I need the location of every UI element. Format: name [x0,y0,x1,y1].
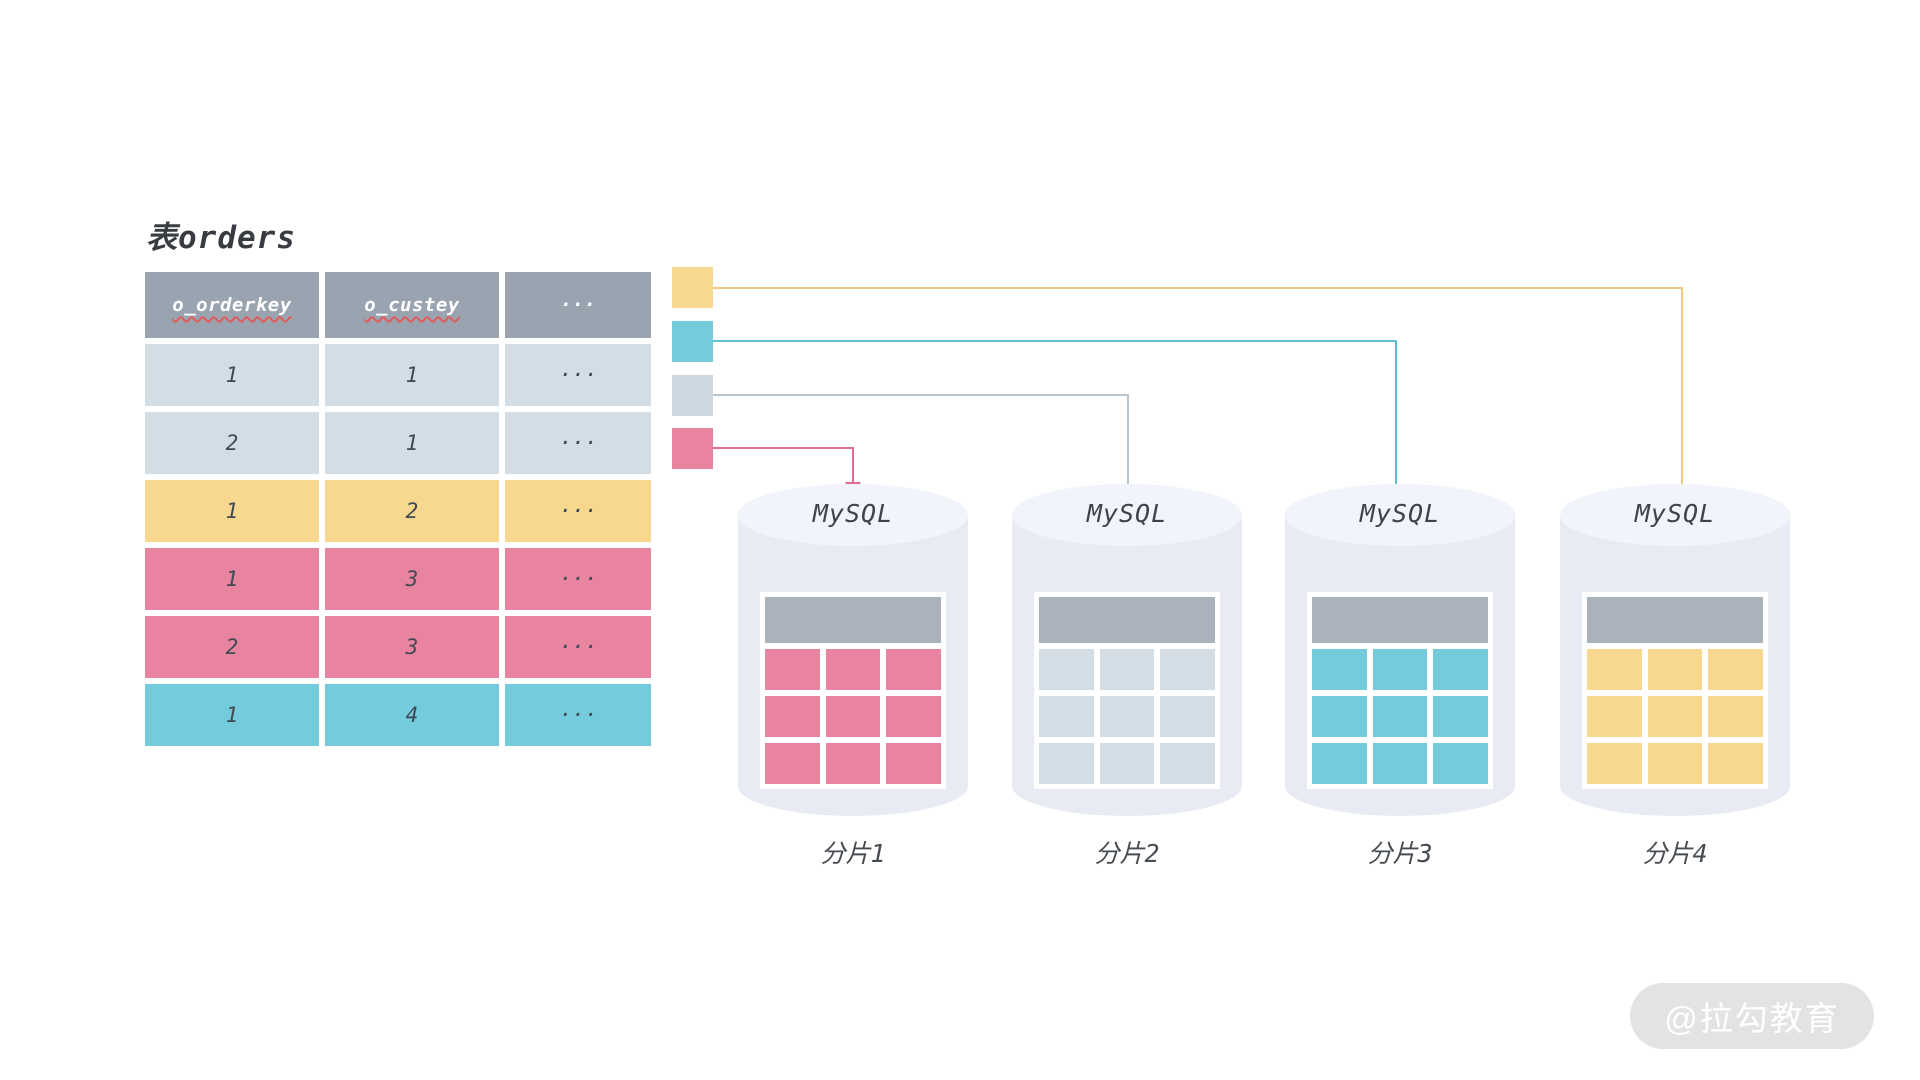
shard-label: 分片4 [1642,839,1708,868]
watermark-badge: @拉勾教育 [1630,983,1874,1049]
shard-label: 分片3 [1367,839,1433,868]
mini-cell [765,743,820,784]
mini-table-header [1312,597,1488,643]
column-header-custkey-label: o_custey [364,294,460,316]
table-cell: ··· [505,480,651,542]
shard-2: MySQL 分片2 [1012,484,1242,874]
table-cell: 2 [145,412,319,474]
shard-mini-table [1034,592,1220,789]
table-cell: 1 [145,548,319,610]
shard-3: MySQL 分片3 [1285,484,1515,874]
mini-cell [1039,696,1094,737]
column-header-orderkey-label: o_orderkey [172,294,292,316]
database-cylinder-top-icon [1560,484,1790,546]
database-cylinder-top-icon [1285,484,1515,546]
mini-cell [1039,743,1094,784]
mini-table-header [1039,597,1215,643]
mini-cell [1647,743,1703,784]
mini-cell [825,696,881,737]
database-cylinder-top-icon [738,484,968,546]
mini-cell [1160,743,1215,784]
connector-cyan [713,340,1397,486]
mini-cell [765,696,820,737]
shard-mini-table [1307,592,1493,789]
mysql-label: MySQL [1086,499,1168,528]
table-cell: ··· [505,412,651,474]
mini-cell [1587,743,1642,784]
column-header-orderkey: o_orderkey [145,272,319,338]
mini-cell [1039,649,1094,690]
mini-cell [1433,696,1488,737]
mini-cell [886,696,941,737]
table-cell: 1 [325,412,499,474]
mysql-label: MySQL [812,499,894,528]
table-cell: 1 [325,344,499,406]
table-cell: 4 [325,684,499,746]
mini-cell [1708,696,1763,737]
mini-table-header [765,597,941,643]
database-cylinder-top-icon [1012,484,1242,546]
orders-table: o_orderkey o_custey ··· 1 1 ··· 2 1 ··· … [145,272,651,746]
table-cell: 3 [325,616,499,678]
mini-cell [1099,649,1155,690]
mini-cell [1372,743,1428,784]
table-cell: 2 [325,480,499,542]
mini-cell [825,649,881,690]
mini-cell [1312,649,1367,690]
mini-cell [1433,743,1488,784]
mini-cell [1587,696,1642,737]
table-cell: 3 [325,548,499,610]
mini-cell [1099,743,1155,784]
shard-label: 分片2 [1094,839,1160,868]
legend-swatch-yellow [672,267,713,308]
mini-table-header [1587,597,1763,643]
connector-gray [713,394,1129,485]
column-header-more: ··· [505,272,651,338]
table-cell: 1 [145,480,319,542]
column-header-custkey: o_custey [325,272,499,338]
mini-cell [1312,696,1367,737]
table-cell: ··· [505,344,651,406]
connector-yellow [713,287,1683,488]
table-cell: 2 [145,616,319,678]
mini-cell [1708,649,1763,690]
legend-swatch-cyan [672,321,713,362]
mini-cell [1372,696,1428,737]
shard-1: MySQL 分片1 [738,484,968,874]
mini-cell [1312,743,1367,784]
mini-cell [1372,649,1428,690]
shard-label: 分片1 [820,839,886,868]
shard-mini-table [760,592,946,789]
mysql-label: MySQL [1359,499,1441,528]
table-cell: ··· [505,616,651,678]
mini-cell [1647,696,1703,737]
table-cell: 1 [145,684,319,746]
mini-cell [825,743,881,784]
mini-cell [1160,696,1215,737]
mini-cell [1099,696,1155,737]
legend-swatch-gray [672,375,713,416]
table-cell: ··· [505,684,651,746]
mini-cell [1160,649,1215,690]
shard-4: MySQL 分片4 [1560,484,1790,874]
connector-pink [713,447,854,483]
mini-cell [765,649,820,690]
mini-cell [1647,649,1703,690]
mini-cell [1433,649,1488,690]
orders-table-title: 表orders [146,220,296,256]
table-cell: ··· [505,548,651,610]
table-cell: 1 [145,344,319,406]
legend-swatch-pink [672,428,713,469]
shard-mini-table [1582,592,1768,789]
mini-cell [886,649,941,690]
mini-cell [1708,743,1763,784]
mysql-label: MySQL [1634,499,1716,528]
mini-cell [1587,649,1642,690]
mini-cell [886,743,941,784]
column-header-more-label: ··· [560,294,596,316]
